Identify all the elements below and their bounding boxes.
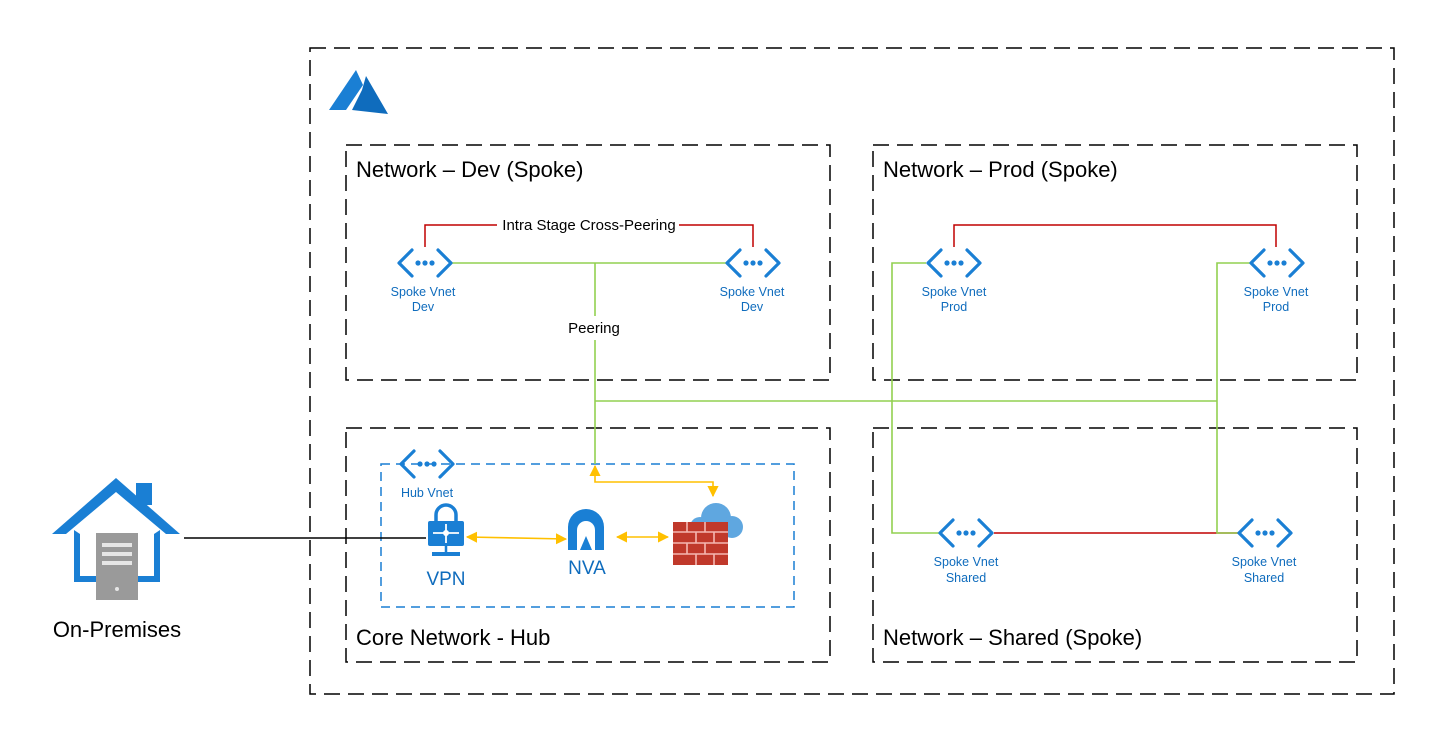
vnet-label-prod-left-1: Spoke Vnet: [922, 285, 987, 299]
vnet-icon-shared-right: [1237, 518, 1293, 548]
peering-lines: [451, 262, 1251, 534]
vnet-label-shared-left-1: Spoke Vnet: [934, 555, 999, 569]
shared-spoke-box: [872, 427, 1358, 663]
vnet-icon-prod-left: [926, 248, 982, 278]
prod-cross-peering-line: [953, 224, 1277, 247]
dev-box-title: Network – Dev (Spoke): [356, 157, 583, 182]
vnet-label-shared-right-1: Spoke Vnet: [1232, 555, 1297, 569]
vnet-label-dev-left-1: Spoke Vnet: [391, 285, 456, 299]
vnet-icon-prod-right: [1249, 248, 1305, 278]
on-premises-house-icon: [52, 478, 180, 600]
prod-spoke-box: [872, 144, 1358, 381]
peering-label: Peering: [568, 320, 620, 337]
vnet-icon-shared-left: [938, 518, 994, 548]
cross-peering-label: Intra Stage Cross-Peering: [502, 217, 675, 234]
azure-boundary: [309, 47, 1395, 695]
shared-box-title: Network – Shared (Spoke): [883, 625, 1142, 650]
on-premises-label: On-Premises: [53, 617, 181, 642]
vnet-label-shared-right-2: Shared: [1244, 571, 1284, 585]
azure-logo-icon: [329, 70, 388, 114]
vnet-icon-dev-right: [725, 248, 781, 278]
vnet-label-prod-left-2: Prod: [941, 300, 967, 314]
hub-box: [345, 427, 831, 663]
vpn-label: VPN: [426, 569, 465, 590]
vnet-label-prod-right-1: Spoke Vnet: [1244, 285, 1309, 299]
azure-firewall-icon: [673, 503, 743, 565]
vpn-gateway-icon: [428, 503, 464, 556]
hub-traffic-arrows: [465, 464, 719, 545]
prod-box-title: Network – Prod (Spoke): [883, 157, 1118, 182]
vnet-label-dev-left-2: Dev: [412, 300, 435, 314]
nva-label: NVA: [568, 558, 606, 579]
dev-spoke-box: [345, 144, 831, 381]
cross-peering-label-bg: [497, 214, 679, 234]
vnet-label-dev-right-1: Spoke Vnet: [720, 285, 785, 299]
network-virtual-appliance-icon: [568, 509, 604, 550]
vnet-label-prod-right-2: Prod: [1263, 300, 1289, 314]
vnet-label-hub: Hub Vnet: [401, 486, 454, 500]
vnet-label-dev-right-2: Dev: [741, 300, 764, 314]
vnet-label-shared-left-2: Shared: [946, 571, 986, 585]
hub-box-title: Core Network - Hub: [356, 625, 550, 650]
vnet-icon-dev-left: [397, 248, 453, 278]
hub-vnet-box: [380, 463, 795, 608]
